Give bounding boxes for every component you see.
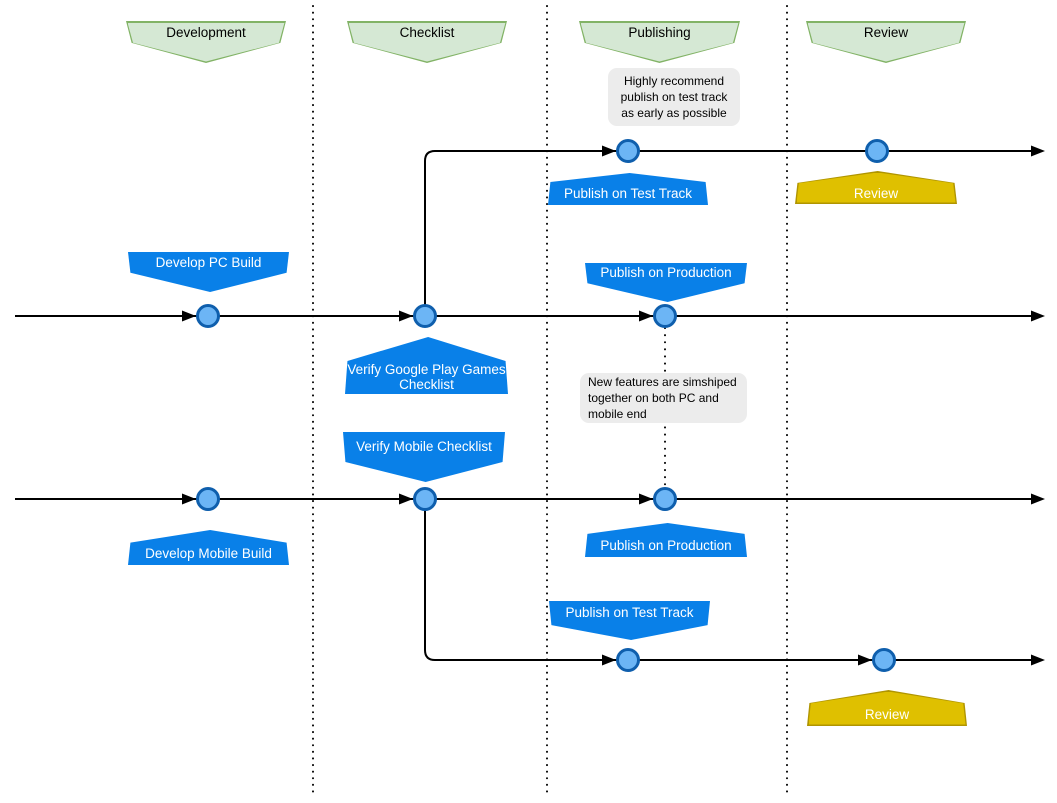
arrowhead — [1031, 654, 1045, 666]
event-label: Develop Mobile Build — [145, 546, 272, 562]
arrowhead — [602, 654, 616, 666]
milestone-node-verify-mobile — [413, 487, 437, 511]
note-publish-early: Highly recommend publish on test track a… — [608, 68, 740, 126]
arrowhead — [1031, 310, 1045, 322]
event-banner-review-top: Review — [795, 171, 957, 204]
lane-header-label: Publishing — [628, 25, 691, 41]
milestone-node-develop-pc — [196, 304, 220, 328]
milestone-node-publish-production-pc — [653, 304, 677, 328]
event-label: Publish on Production — [600, 537, 732, 553]
lane-header-label: Development — [166, 25, 246, 41]
event-label: Verify Google Play Games Checklist — [347, 361, 506, 393]
event-label: Develop PC Build — [155, 254, 262, 270]
arrowhead — [858, 654, 872, 666]
milestone-node-verify-google-play — [413, 304, 437, 328]
lane-header-publishing: Publishing — [579, 21, 740, 63]
milestone-node-review-pc — [865, 139, 889, 163]
arrowhead — [1031, 493, 1045, 505]
milestone-node-publish-test-track-pc — [616, 139, 640, 163]
event-label: Verify Mobile Checklist — [356, 439, 492, 455]
note-simship: New features are simshiped together on b… — [580, 373, 747, 423]
milestone-node-publish-production-mobile — [653, 487, 677, 511]
event-label: Review — [864, 706, 910, 722]
arrowhead — [639, 310, 653, 322]
event-label: Publish on Test Track — [563, 185, 693, 201]
timeline-pc-test-track — [424, 150, 1033, 309]
arrowhead — [1031, 145, 1045, 157]
lane-header-label: Review — [863, 25, 909, 41]
lane-header-development: Development — [126, 21, 286, 63]
note-text: Highly recommend publish on test track a… — [620, 73, 728, 121]
event-label: Publish on Test Track — [565, 605, 694, 621]
arrowhead — [182, 310, 196, 322]
timeline-mobile-test-track — [424, 510, 1033, 661]
event-banner-review-bottom: Review — [807, 690, 967, 726]
arrowhead — [182, 493, 196, 505]
milestone-node-publish-test-track-mobile — [616, 648, 640, 672]
milestone-node-review-mobile — [872, 648, 896, 672]
arrowhead — [399, 310, 413, 322]
arrowhead — [602, 145, 616, 157]
note-text: New features are simshiped together on b… — [588, 374, 737, 422]
lane-header-checklist: Checklist — [347, 21, 507, 63]
lane-header-label: Checklist — [399, 25, 455, 41]
event-label: Review — [853, 185, 899, 201]
arrowhead — [639, 493, 653, 505]
lane-header-review: Review — [806, 21, 966, 63]
arrowhead — [399, 493, 413, 505]
milestone-node-develop-mobile — [196, 487, 220, 511]
event-label: Publish on Production — [600, 265, 732, 281]
